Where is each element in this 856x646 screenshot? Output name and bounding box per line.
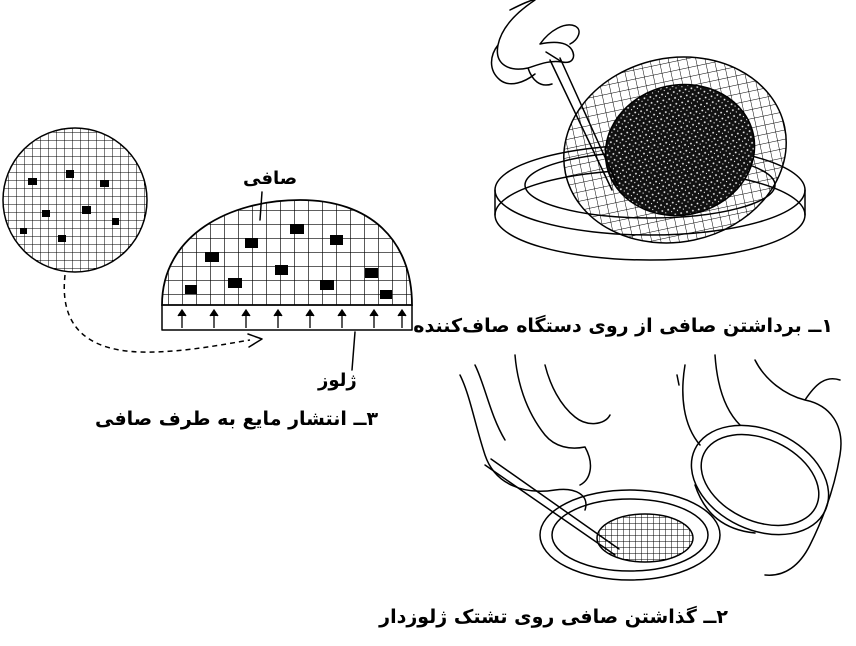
caption-step-1: ۱ــ برداشتن صافی از روی دستگاه صاف‌کننده xyxy=(413,315,833,337)
petri-dish-lid-inner xyxy=(686,417,833,544)
filter-top-surface xyxy=(162,200,412,305)
gel-leader-line xyxy=(352,332,355,370)
figure-3-diffusion xyxy=(0,140,420,380)
caption-step-3: ۳ــ انتشار مایع به طرف صافی xyxy=(95,408,378,430)
filter-on-agar xyxy=(597,514,693,562)
left-hand-icon xyxy=(460,355,610,510)
arrowhead-icon xyxy=(248,334,262,347)
upward-diffusion-arrows xyxy=(178,310,406,328)
caption-step-2: ۲ــ گذاشتن صافی روی تشتک ژلوزدار xyxy=(379,606,728,628)
magnified-filter-detail xyxy=(3,128,147,272)
hand-fingertip xyxy=(546,52,562,62)
label-gel: ژلوز xyxy=(318,370,357,391)
tick-mark xyxy=(677,375,679,385)
figure-1-filter-removal xyxy=(480,0,810,300)
figure-2-filter-placement xyxy=(455,355,855,595)
label-filter: صافی xyxy=(243,168,297,189)
petri-dish-lid xyxy=(674,404,847,555)
